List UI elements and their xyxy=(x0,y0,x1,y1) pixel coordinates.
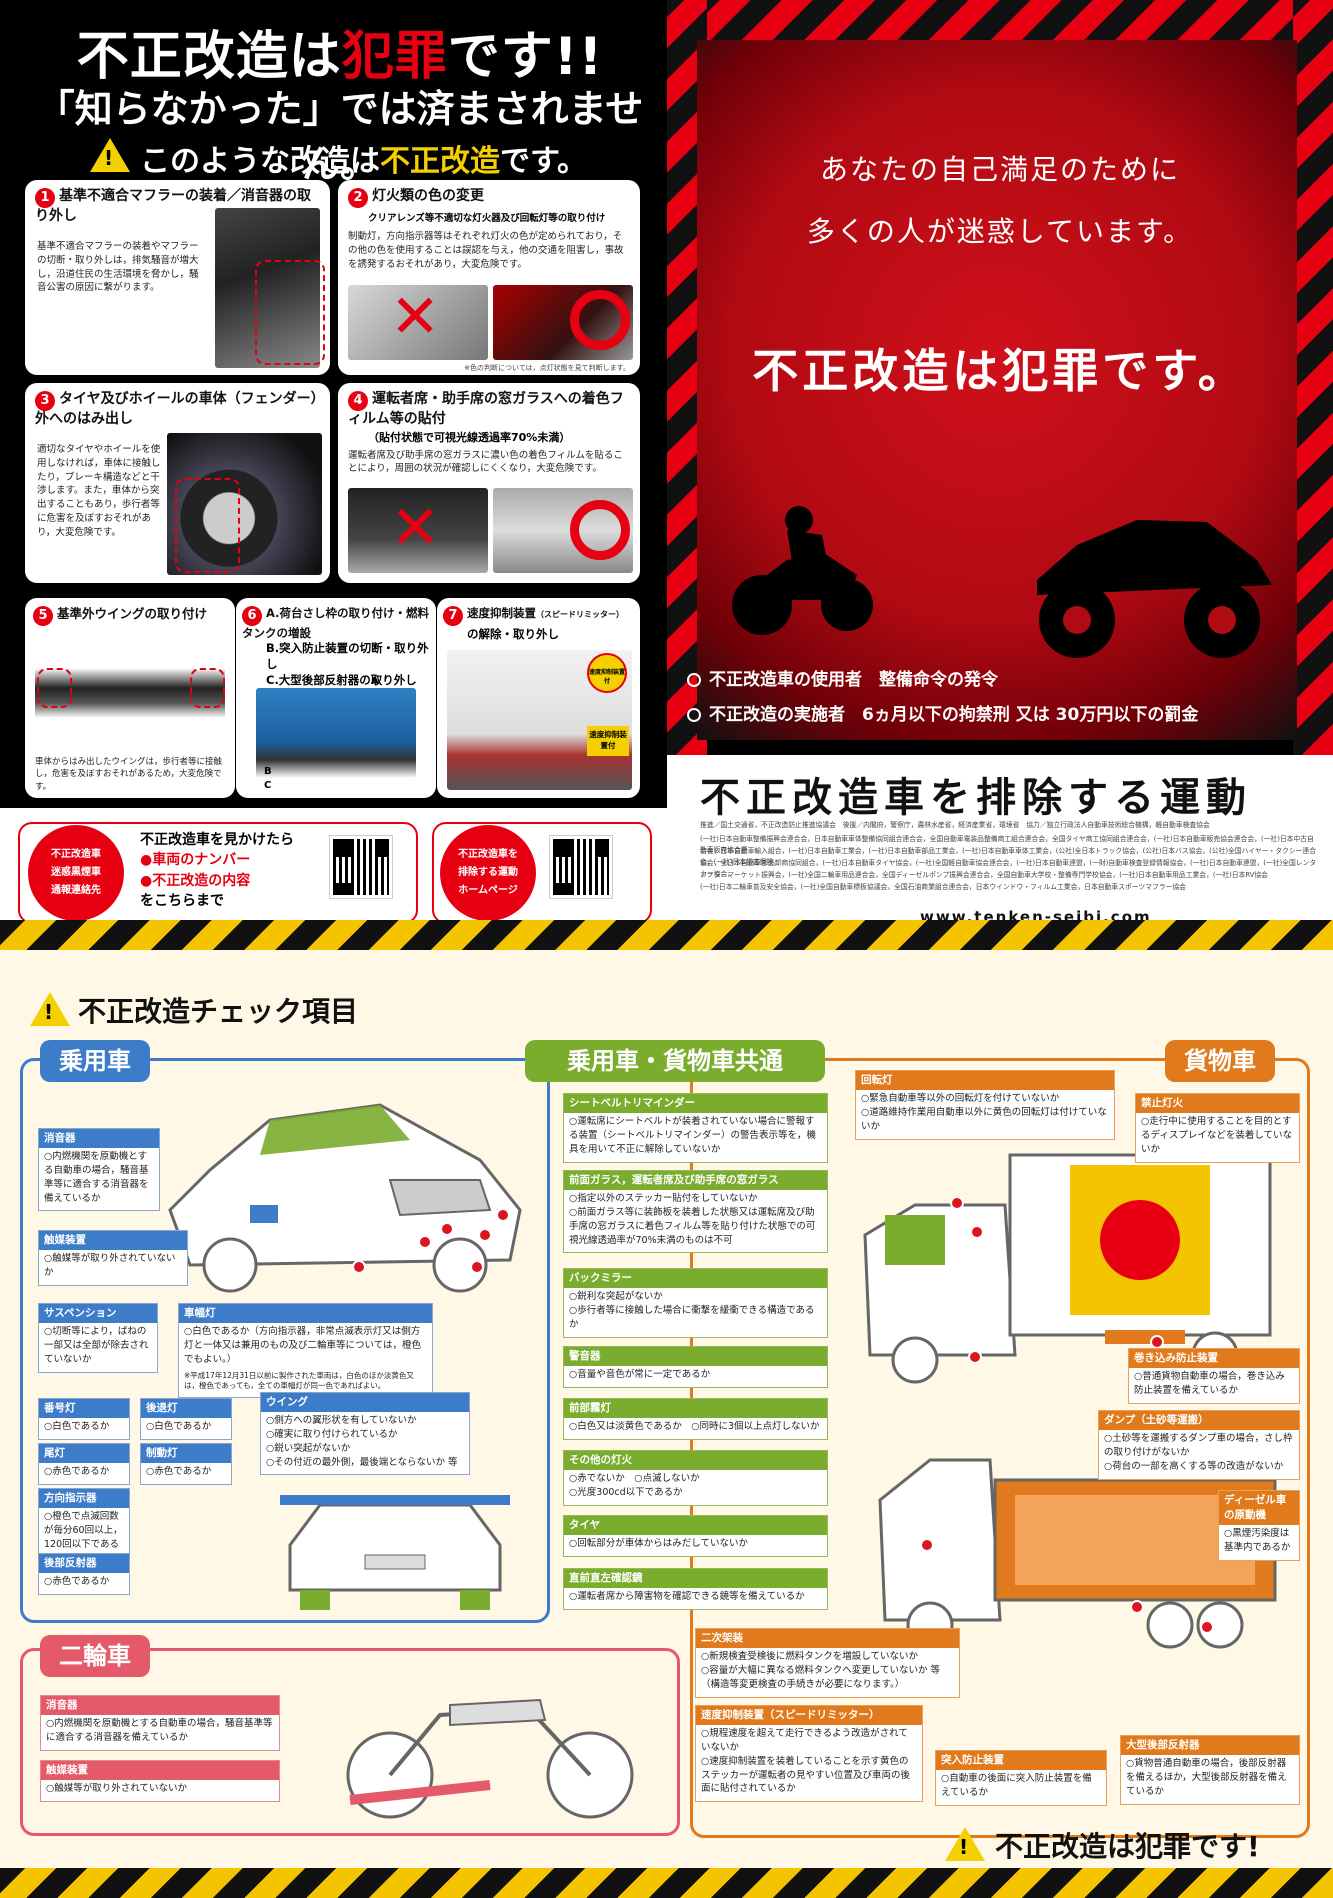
info-dump: ダンプ（土砂等運搬）○土砂等を運搬するダンプ車の場合，さし枠の取り付けがないか … xyxy=(1098,1410,1300,1480)
poster-line3: 不正改造は犯罪です。 xyxy=(752,344,1248,398)
homepage-qr-code[interactable] xyxy=(549,835,613,899)
movement-panel xyxy=(667,755,1333,930)
checklist-title: 不正改造チェック項目 xyxy=(78,995,359,1028)
info-tail-light: 尾灯○赤色であるか xyxy=(38,1443,130,1485)
film-photo-ng xyxy=(348,488,488,573)
info-other-lights: その他の灯火○赤でないか ○点滅しないか ○光度300cd以下であるか xyxy=(563,1450,828,1506)
motorcycle-silhouette-icon xyxy=(732,506,873,635)
info-tire: タイヤ○回転部分が車体からはみだしていないか xyxy=(563,1515,828,1557)
info-brake-light: 制動灯○赤色であるか xyxy=(140,1443,232,1485)
muffler-photo xyxy=(215,208,320,368)
report-circle: 不正改造車迷惑黒煙車通報連絡先 xyxy=(28,825,124,921)
info-reverse-light: 後退灯○白色であるか xyxy=(140,1398,232,1440)
warning-icon xyxy=(945,1827,985,1861)
sports-car-rear-illustration xyxy=(280,1495,510,1610)
warning-icon xyxy=(90,138,130,172)
info-front-side-mirror: 直前直左確認鏡○運転者席から障害物を確認できる鏡等を備えているか xyxy=(563,1568,828,1610)
info-suspension: サスペンション○切断等により，ばねの一部又は全部が除去されていないか xyxy=(38,1303,158,1373)
ok-mark xyxy=(570,500,630,560)
info-underrun-guard: 巻き込み防止装置○普通貨物自動車の場合，巻き込み防止装置を備えているか xyxy=(1128,1348,1300,1404)
truck-photo xyxy=(256,688,416,778)
info-fog-light: 前部霧灯○白色又は淡黄色であるか ○同時に3個以上点灯しないか xyxy=(563,1398,828,1440)
ng-mark: ✕ xyxy=(390,493,441,563)
homepage-circle: 不正改造車を排除する運動ホームページ xyxy=(440,825,536,921)
info-underrun-device: 突入防止装置○自動車の後面に突入防止装置を備えているか xyxy=(935,1750,1107,1806)
headline-sub: 「知らなかった」では済まされません。 xyxy=(36,87,644,186)
tire-photo xyxy=(167,433,322,575)
headline-3: このような改造は不正改造です。 xyxy=(140,144,587,179)
info-seatbelt-reminder: シートベルトリマインダー○運転席にシートベルトが装着されていない場合に警報する装… xyxy=(563,1093,828,1163)
box-truck-illustration xyxy=(863,1153,1272,1384)
info-catalyst: 触媒装置○触媒等が取り外されていないか xyxy=(38,1230,188,1286)
section-truck: 貨物車 xyxy=(1165,1040,1275,1082)
info-bike-catalyst: 触媒装置○触媒等が取り外されていないか xyxy=(40,1760,280,1802)
warning-icon xyxy=(30,992,70,1026)
info-wing: ウイング○側方への翼形状を有していないか ○確実に取り付けられているか ○鋭い突… xyxy=(260,1392,470,1476)
info-large-rear-reflector: 大型後部反射器○貨物普通自動車の場合，後部反射器を備えるほか，大型後部反射器を備… xyxy=(1120,1735,1300,1805)
section-passenger: 乗用車 xyxy=(40,1040,150,1082)
poster-line2: 多くの人が迷惑しています。 xyxy=(806,215,1194,248)
passenger-car-illustration xyxy=(168,1103,522,1293)
info-muffler: 消音器○内燃機関を原動機とする自動車の場合，騒音基準等に適合する消音器を備えてい… xyxy=(38,1128,160,1212)
info-window-glass: 前面ガラス，運転者席及び助手席の窓ガラス○指定以外のステッカー貼付をしていないか… xyxy=(563,1170,828,1254)
ng-mark: ✕ xyxy=(390,282,441,352)
penalty-2: 不正改造の実施者 6ヵ月以下の拘禁刑 又は 30万円以下の罰金 xyxy=(687,700,1198,725)
light-photo-ng xyxy=(348,285,488,360)
info-secondary-fitting: 二次架装○新規検査受検後に燃料タンクを増設していないか ○容量が大幅に異なる燃料… xyxy=(695,1628,960,1698)
info-rotating-light: 回転灯○緊急自動車等以外の回転灯を付けていないか ○道路維持作業用自動車以外に黄… xyxy=(855,1070,1115,1140)
info-diesel-engine: ディーゼル車の原動機○黒煙汚染度は基準内であるか xyxy=(1218,1490,1300,1561)
movement-title: 不正改造車を排除する運動 xyxy=(700,775,1252,821)
poster-panel: あなたの自己満足のために 多くの人が迷惑しています。 不正改造は犯罪です。 不正… xyxy=(667,0,1333,755)
headline-main: 不正改造は犯罪です!! xyxy=(76,27,604,87)
info-mirror: バックミラー○鋭利な突起がないか ○歩行者等に接触した場合に衝撃を緩衝できる構造… xyxy=(563,1268,828,1338)
poster-line1: あなたの自己満足のために xyxy=(819,153,1180,186)
motorcycle-illustration xyxy=(346,1698,634,1819)
section-motorcycle: 二輪車 xyxy=(40,1635,150,1677)
info-horn: 警音器○音量や音色が常に一定であるか xyxy=(563,1346,828,1388)
info-bike-muffler: 消音器○内燃機関を原動機とする自動車の場合，騒音基準等に適合する消音器を備えてい… xyxy=(40,1695,280,1751)
ok-mark xyxy=(570,290,630,350)
section-common: 乗用車・貨物車共通 xyxy=(525,1040,825,1082)
info-sidelight: 車幅灯○白色であるか（方向指示器，非常点滅表示灯又は側方灯と一体又は兼用のもの及… xyxy=(178,1303,433,1399)
monster-truck-silhouette-icon xyxy=(1037,520,1272,658)
footer-slogan: 不正改造は犯罪です! xyxy=(995,1830,1260,1863)
info-plate-light: 番号灯○白色であるか xyxy=(38,1398,130,1440)
info-rear-reflector: 後部反射器○赤色であるか xyxy=(38,1553,130,1595)
info-speed-limiter: 速度抑制装置（スピードリミッター）○規程速度を超えて走行できるよう改造がされてい… xyxy=(695,1705,923,1803)
info-prohibited-light: 禁止灯火○走行中に使用することを目的とするディスプレイなどを装着していないか xyxy=(1135,1093,1300,1163)
report-qr-code[interactable] xyxy=(329,835,393,899)
penalty-1: 不正改造車の使用者 整備命令の発令 xyxy=(687,665,998,690)
